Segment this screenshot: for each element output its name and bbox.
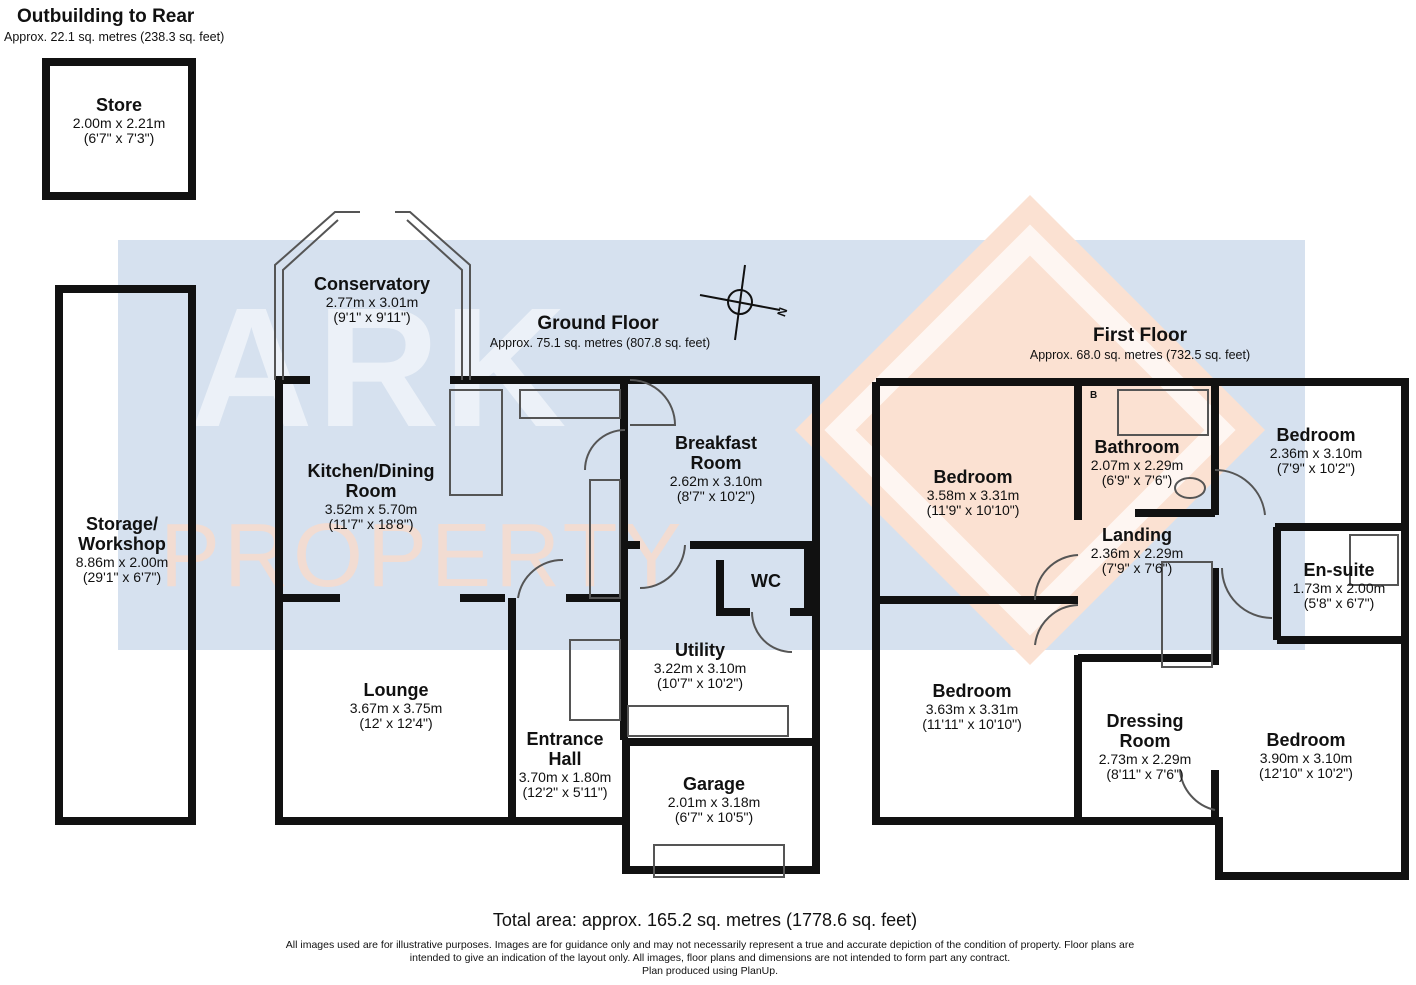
room-name: Bedroom — [1276, 425, 1356, 445]
room-name: Conservatory — [313, 274, 431, 294]
room-name: Kitchen/Dining Room — [307, 461, 435, 501]
first-floor-title: First Floor — [1093, 325, 1187, 346]
disclaimer-line-2: intended to give an indication of the la… — [409, 952, 1011, 964]
outbuilding-title: Outbuilding to Rear — [17, 6, 195, 27]
room-name: Dressing Room — [1106, 711, 1184, 751]
room-dimensions-imperial: (7'9" x 7'6") — [1101, 560, 1173, 577]
room-dimensions-metric: 3.63m x 3.31m — [925, 700, 1019, 717]
room-name: Entrance Hall — [526, 729, 604, 769]
room-dimensions-metric: 2.36m x 2.29m — [1090, 544, 1184, 561]
room-dimensions-imperial: (11'7" x 18'8") — [328, 515, 414, 532]
ground-floor-area: Approx. 75.1 sq. metres (807.8 sq. feet) — [489, 336, 711, 350]
room-dimensions-imperial: (8'11" x 7'6") — [1106, 765, 1184, 782]
outbuilding-title-block: Outbuilding to Rear — [17, 6, 194, 28]
room-dimensions-imperial: (12'2" x 5'11") — [522, 783, 608, 800]
room-name: Lounge — [363, 680, 429, 700]
room-dimensions-metric: 2.01m x 3.18m — [667, 793, 761, 810]
room-dimensions-metric: 3.90m x 3.10m — [1259, 749, 1353, 766]
boiler-label: B — [1090, 390, 1098, 401]
room-dimensions-imperial: (8'7" x 10'2") — [676, 487, 756, 504]
room-dimensions-metric: 2.73m x 2.29m — [1098, 750, 1192, 767]
room-dimensions-imperial: (11'9" x 10'10") — [926, 502, 1020, 519]
first-floor-area: Approx. 68.0 sq. metres (732.5 sq. feet) — [1029, 348, 1251, 362]
room-name: Bedroom — [933, 467, 1013, 487]
room-name: Bedroom — [1266, 730, 1346, 750]
room-dimensions-metric: 1.73m x 2.00m — [1292, 579, 1386, 596]
room-name: En-suite — [1303, 560, 1375, 580]
room-name: Garage — [682, 774, 746, 794]
watermark-property: PROPERTY — [160, 506, 686, 606]
room-name: Bedroom — [932, 681, 1012, 701]
room-dimensions-imperial: (10'7" x 10'2") — [656, 675, 744, 692]
room-dimensions-metric: 2.62m x 3.10m — [669, 472, 763, 489]
disclaimer-line-3: Plan produced using PlanUp. — [641, 965, 779, 977]
room-dimensions-imperial: (12'10" x 10'2") — [1259, 765, 1353, 782]
room-dimensions-imperial: (11'11" x 10'10") — [922, 716, 1022, 733]
room-dimensions-imperial: (6'7" x 10'5") — [674, 809, 754, 826]
room-dimensions-metric: 2.36m x 3.10m — [1269, 444, 1363, 461]
room-dimensions-metric: 3.52m x 5.70m — [324, 500, 418, 517]
room-dimensions-imperial: (5'8" x 6'7") — [1303, 595, 1375, 612]
room-label: WC — [751, 571, 781, 592]
room-dimensions-metric: 2.77m x 3.01m — [325, 293, 419, 310]
compass-icon — [699, 264, 781, 341]
room-name: Storage/ Workshop — [78, 514, 166, 554]
room-dimensions-metric: 8.86m x 2.00m — [75, 553, 169, 570]
room-dimensions-metric: 3.22m x 3.10m — [653, 659, 747, 676]
room-dimensions-metric: 3.58m x 3.31m — [926, 486, 1020, 503]
room-name: Bathroom — [1094, 437, 1180, 457]
room-name: Store — [95, 95, 143, 115]
room-dimensions-metric: 3.67m x 3.75m — [349, 699, 443, 716]
disclaimer-line-1: All images used are for illustrative pur… — [285, 939, 1135, 951]
ground-floor-title: Ground Floor — [537, 313, 659, 334]
room-dimensions-metric: 2.00m x 2.21m — [72, 114, 166, 131]
room-name: WC — [751, 571, 781, 591]
room-dimensions-imperial: (12' x 12'4") — [359, 715, 433, 732]
watermark-ark: ARK — [190, 273, 571, 463]
room-name: Breakfast Room — [674, 433, 758, 473]
room-name: Utility — [674, 640, 726, 660]
room-dimensions-imperial: (6'9" x 7'6") — [1101, 472, 1173, 489]
room-dimensions-imperial: (7'9" x 10'2") — [1276, 460, 1356, 477]
total-area: Total area: approx. 165.2 sq. metres (17… — [492, 910, 918, 930]
room-dimensions-metric: 3.70m x 1.80m — [518, 768, 612, 785]
outbuilding-area: Approx. 22.1 sq. metres (238.3 sq. feet) — [4, 30, 225, 44]
room-dimensions-imperial: (9'1" x 9'11") — [333, 309, 411, 326]
room-dimensions-imperial: (6'7" x 7'3") — [83, 130, 155, 147]
room-dimensions-imperial: (29'1" x 6'7") — [82, 568, 162, 585]
room-name: Landing — [1101, 525, 1172, 545]
room-dimensions-metric: 2.07m x 2.29m — [1090, 456, 1184, 473]
